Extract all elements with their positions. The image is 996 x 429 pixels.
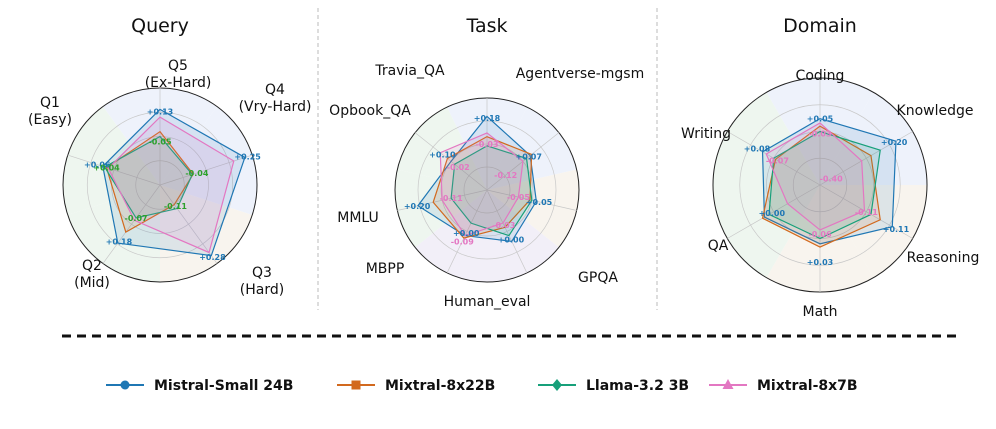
axis-label: Q4(Vry-Hard) xyxy=(239,82,312,115)
data-label: -0.05 xyxy=(148,137,171,146)
data-label: -0.03 xyxy=(808,130,831,139)
data-label: +0.10 xyxy=(429,150,456,159)
axis-label: Travia_QA xyxy=(374,63,445,79)
axis-label: Q3(Hard) xyxy=(240,265,284,298)
axis-label: MBPP xyxy=(366,261,405,277)
data-label: +0.18 xyxy=(474,114,501,123)
legend-label: Mixtral-8x7B xyxy=(757,378,858,394)
axis-label: Human_eval xyxy=(444,294,531,310)
radar-sector xyxy=(160,185,253,282)
data-label: -0.03 xyxy=(492,221,515,230)
data-label: +0.20 xyxy=(404,202,431,211)
radar-sector xyxy=(67,185,160,282)
legend-marker xyxy=(120,380,130,390)
legend-item: Mixtral-8x7B xyxy=(709,378,858,394)
data-label: -0.02 xyxy=(447,163,470,172)
axis-label: Q1(Easy) xyxy=(28,95,72,128)
data-label: -0.04 xyxy=(185,169,208,178)
panel-title: Query xyxy=(131,15,189,37)
series-mixtral-8x7b xyxy=(107,116,235,254)
series-mixtral-8x7b xyxy=(765,122,866,231)
data-label: +0.13 xyxy=(147,107,173,116)
legend-item: Mistral-Small 24B xyxy=(106,378,293,394)
axis-label: Q2(Mid) xyxy=(74,258,110,291)
radar-spoke xyxy=(819,184,913,239)
data-label: -0.11 xyxy=(855,208,878,217)
data-label: +0.03 xyxy=(807,258,833,267)
axis-label: Knowledge xyxy=(897,103,974,119)
legend-item: Mixtral-8x22B xyxy=(337,378,495,394)
data-label: +0.28 xyxy=(199,253,226,262)
data-label: +0.08 xyxy=(744,145,771,154)
radar-sector xyxy=(713,92,820,185)
radar-panel-domain: +0.05 -0.03 +0.20 -0.40 +0.11 -0.11 +0.03 -0.06… xyxy=(681,15,979,320)
series-mistral-small-24b xyxy=(761,118,897,245)
data-label: +0.00 xyxy=(453,229,480,238)
axis-label: MMLU xyxy=(337,210,379,226)
data-label: +0.00 xyxy=(498,236,525,245)
radar-spoke xyxy=(159,154,253,186)
radar-panels: +0.13 -0.05 +0.25 -0.04 +0.28 -0.11 +0.18 -0.07… xyxy=(28,15,979,320)
axis-label: Opbook_QA xyxy=(329,103,411,119)
data-label: -0.03 xyxy=(475,140,498,149)
legend-marker xyxy=(722,379,734,389)
radar-panel-task: +0.18 -0.03 +0.07 -0.12 +0.05-0.05 +0.00 -0.03… xyxy=(329,15,644,310)
axis-label: Agentverse-mgsm xyxy=(516,66,645,82)
axis-label: Math xyxy=(802,304,837,320)
data-label: -0.07 xyxy=(125,214,148,223)
data-label: +0.00 xyxy=(759,209,786,218)
panel-title: Task xyxy=(465,15,507,37)
radar-spoke xyxy=(67,154,161,186)
data-label: -0.07 xyxy=(766,156,789,165)
axis-label: Reasoning xyxy=(907,250,980,266)
radar-sector xyxy=(820,92,927,185)
radar-spoke xyxy=(159,184,218,264)
data-label: -0.40 xyxy=(820,175,843,184)
data-label: +0.06 xyxy=(84,161,111,170)
legend-label: Llama-3.2 3B xyxy=(586,378,689,394)
series-llama-3-2-3b xyxy=(450,145,533,237)
data-label: +0.05 xyxy=(807,115,834,124)
legend-marker xyxy=(351,380,361,390)
data-label: +0.18 xyxy=(106,238,133,247)
axis-label: Writing xyxy=(681,126,731,142)
data-label: -0.06 xyxy=(808,230,831,239)
data-label: +0.25 xyxy=(234,153,261,162)
panel-title: Domain xyxy=(783,15,857,37)
data-label: -0.11 xyxy=(164,202,187,211)
radar-spoke xyxy=(102,184,161,264)
data-label: -0.11 xyxy=(440,194,463,203)
radar-panel-query: +0.13 -0.05 +0.25 -0.04 +0.28 -0.11 +0.18 -0.07… xyxy=(28,15,311,298)
axis-label: QA xyxy=(708,238,729,254)
data-label: -0.12 xyxy=(494,171,517,180)
radar-sector xyxy=(415,190,487,282)
data-label: +0.20 xyxy=(881,138,908,147)
series-mixtral-8x7b xyxy=(439,132,524,237)
axis-label: Coding xyxy=(796,68,845,84)
panel-dividers xyxy=(62,8,958,338)
data-label: +0.11 xyxy=(883,225,910,234)
legend: Mistral-Small 24B Mixtral-8x22B Llama-3.2 … xyxy=(106,378,858,394)
radar-sector xyxy=(487,190,559,282)
axis-label: GPQA xyxy=(578,270,618,286)
data-label: -0.05 xyxy=(507,193,530,202)
data-label: +0.05 xyxy=(526,198,553,207)
legend-label: Mistral-Small 24B xyxy=(154,378,293,394)
data-label: +0.04 xyxy=(93,164,120,173)
data-label: +0.07 xyxy=(515,153,541,162)
legend-marker xyxy=(552,379,562,391)
radar-spoke xyxy=(727,184,821,239)
radar-spoke xyxy=(486,189,528,274)
legend-item: Llama-3.2 3B xyxy=(538,378,689,394)
axis-label: Q5(Ex-Hard) xyxy=(145,58,212,91)
legend-label: Mixtral-8x22B xyxy=(385,378,495,394)
radar-spoke xyxy=(819,131,913,186)
radar-spoke xyxy=(446,189,488,274)
data-label: -0.09 xyxy=(451,237,474,246)
